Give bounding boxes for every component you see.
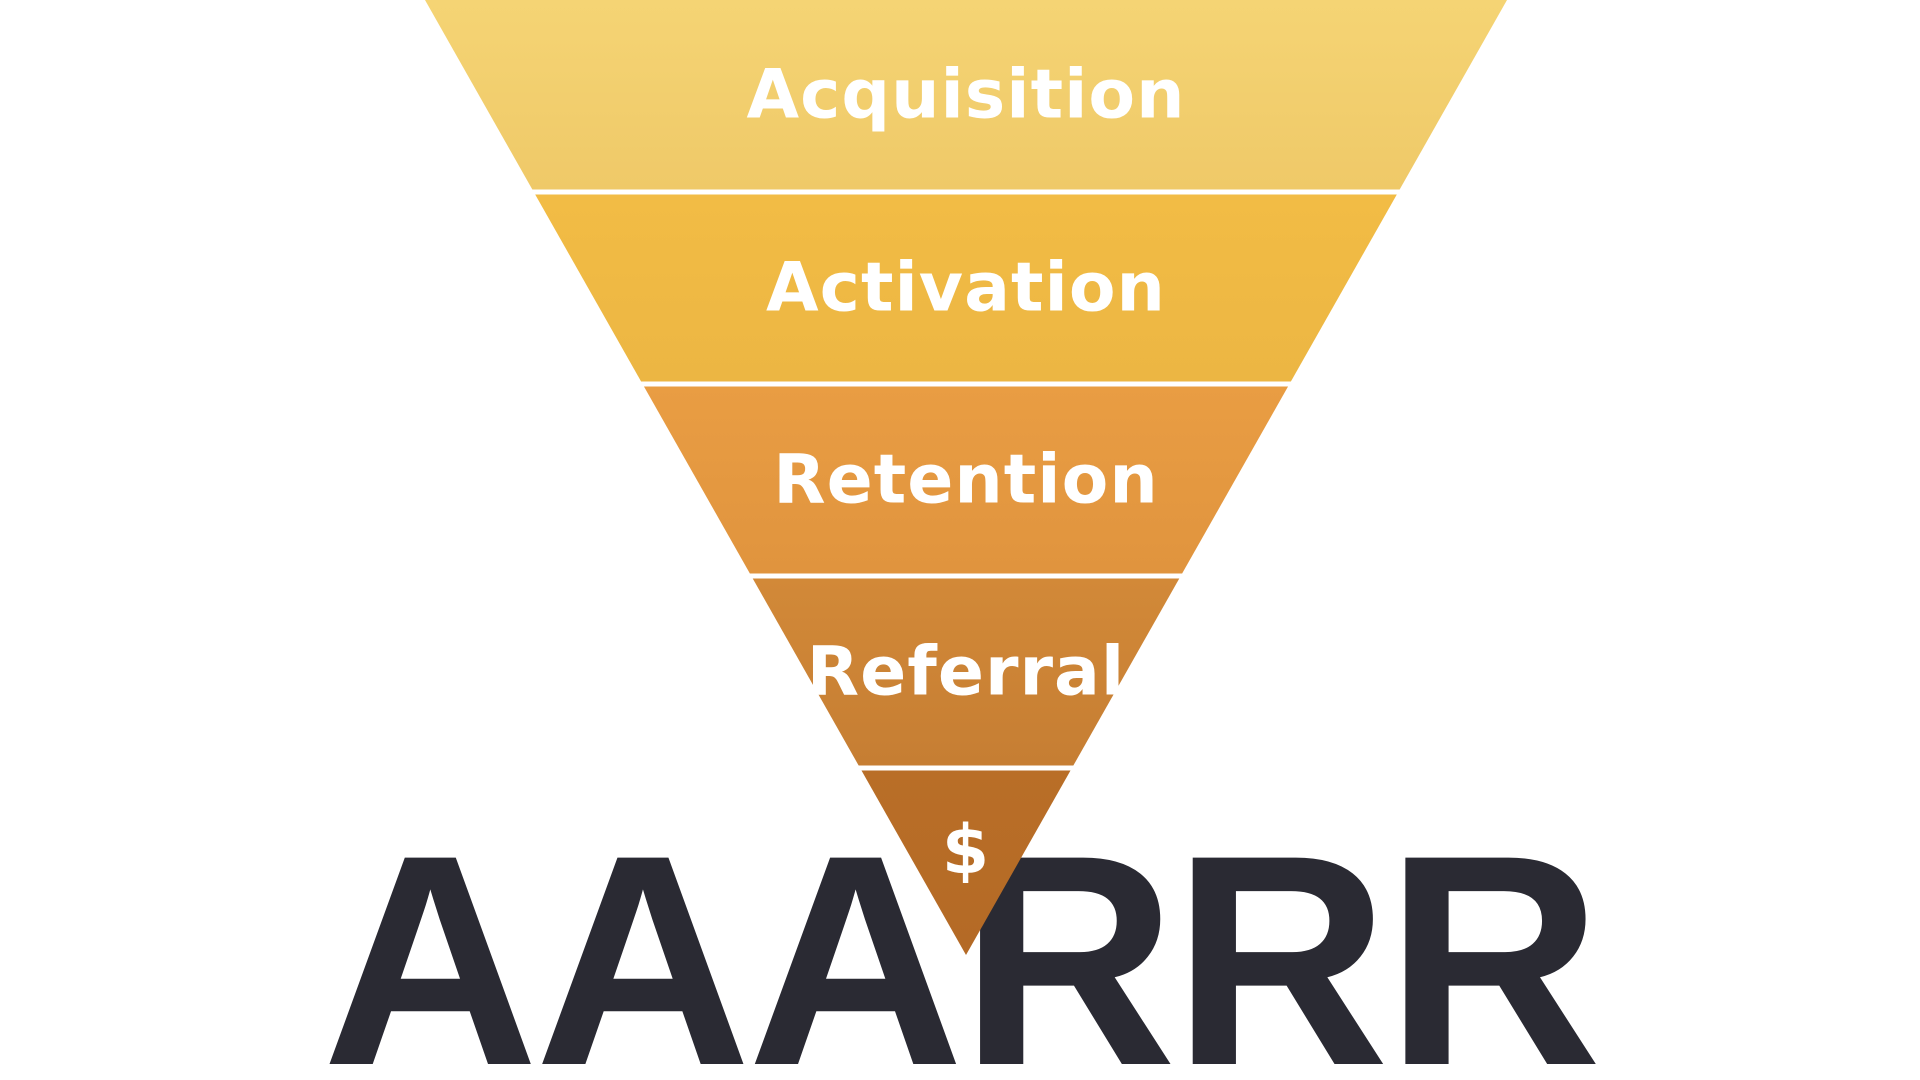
funnel-stage-label: Referral <box>807 633 1125 712</box>
funnel-stage: Activation <box>535 194 1397 387</box>
funnel-stage-label: $ <box>942 811 990 890</box>
funnel-stage-shape <box>643 386 1289 574</box>
funnel-stage-label: Activation <box>766 249 1166 328</box>
funnel-stage-label: Retention <box>773 441 1158 520</box>
funnel-stage-shape <box>535 194 1397 382</box>
funnel-stage: Referral <box>752 578 1180 771</box>
funnel-stage-shape <box>861 770 1071 955</box>
funnel-stage: Acquisition <box>425 0 1507 195</box>
funnel-stage: Retention <box>643 386 1289 579</box>
funnel-stage-label: Acquisition <box>746 55 1185 134</box>
funnel-stage: $ <box>861 770 1071 955</box>
funnel-stage-shape <box>425 0 1507 190</box>
funnel-stage-shape <box>752 578 1180 766</box>
